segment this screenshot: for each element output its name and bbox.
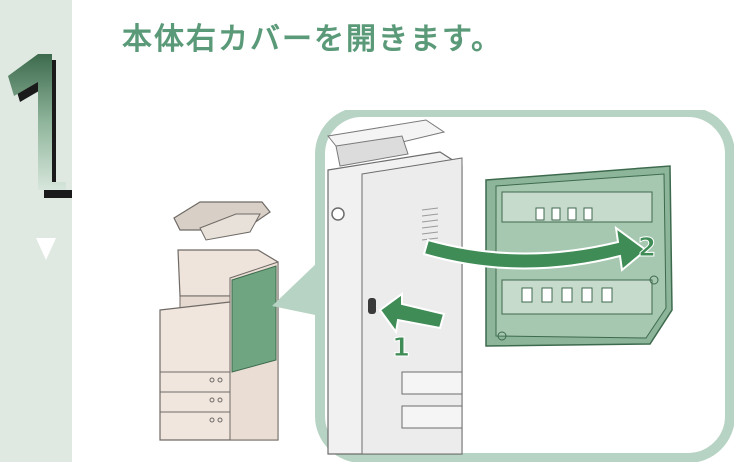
page-title: 本体右カバーを開きます。 — [122, 22, 503, 57]
down-triangle-icon — [36, 238, 56, 260]
curved-arrow-right-icon — [422, 225, 648, 272]
step-number-indicator — [0, 22, 72, 200]
step-rail — [0, 0, 72, 462]
zoom-pointer — [272, 260, 320, 316]
printer-overview — [159, 201, 279, 441]
step-number-1-graphic — [8, 54, 72, 198]
zoomed-machine-side — [327, 119, 463, 455]
arrow-left-icon — [378, 292, 446, 335]
callout-label-2: 2 — [638, 233, 656, 263]
printer-cover-illustration: 1 2 — [159, 110, 734, 462]
callout-label-1: 1 — [392, 333, 410, 363]
